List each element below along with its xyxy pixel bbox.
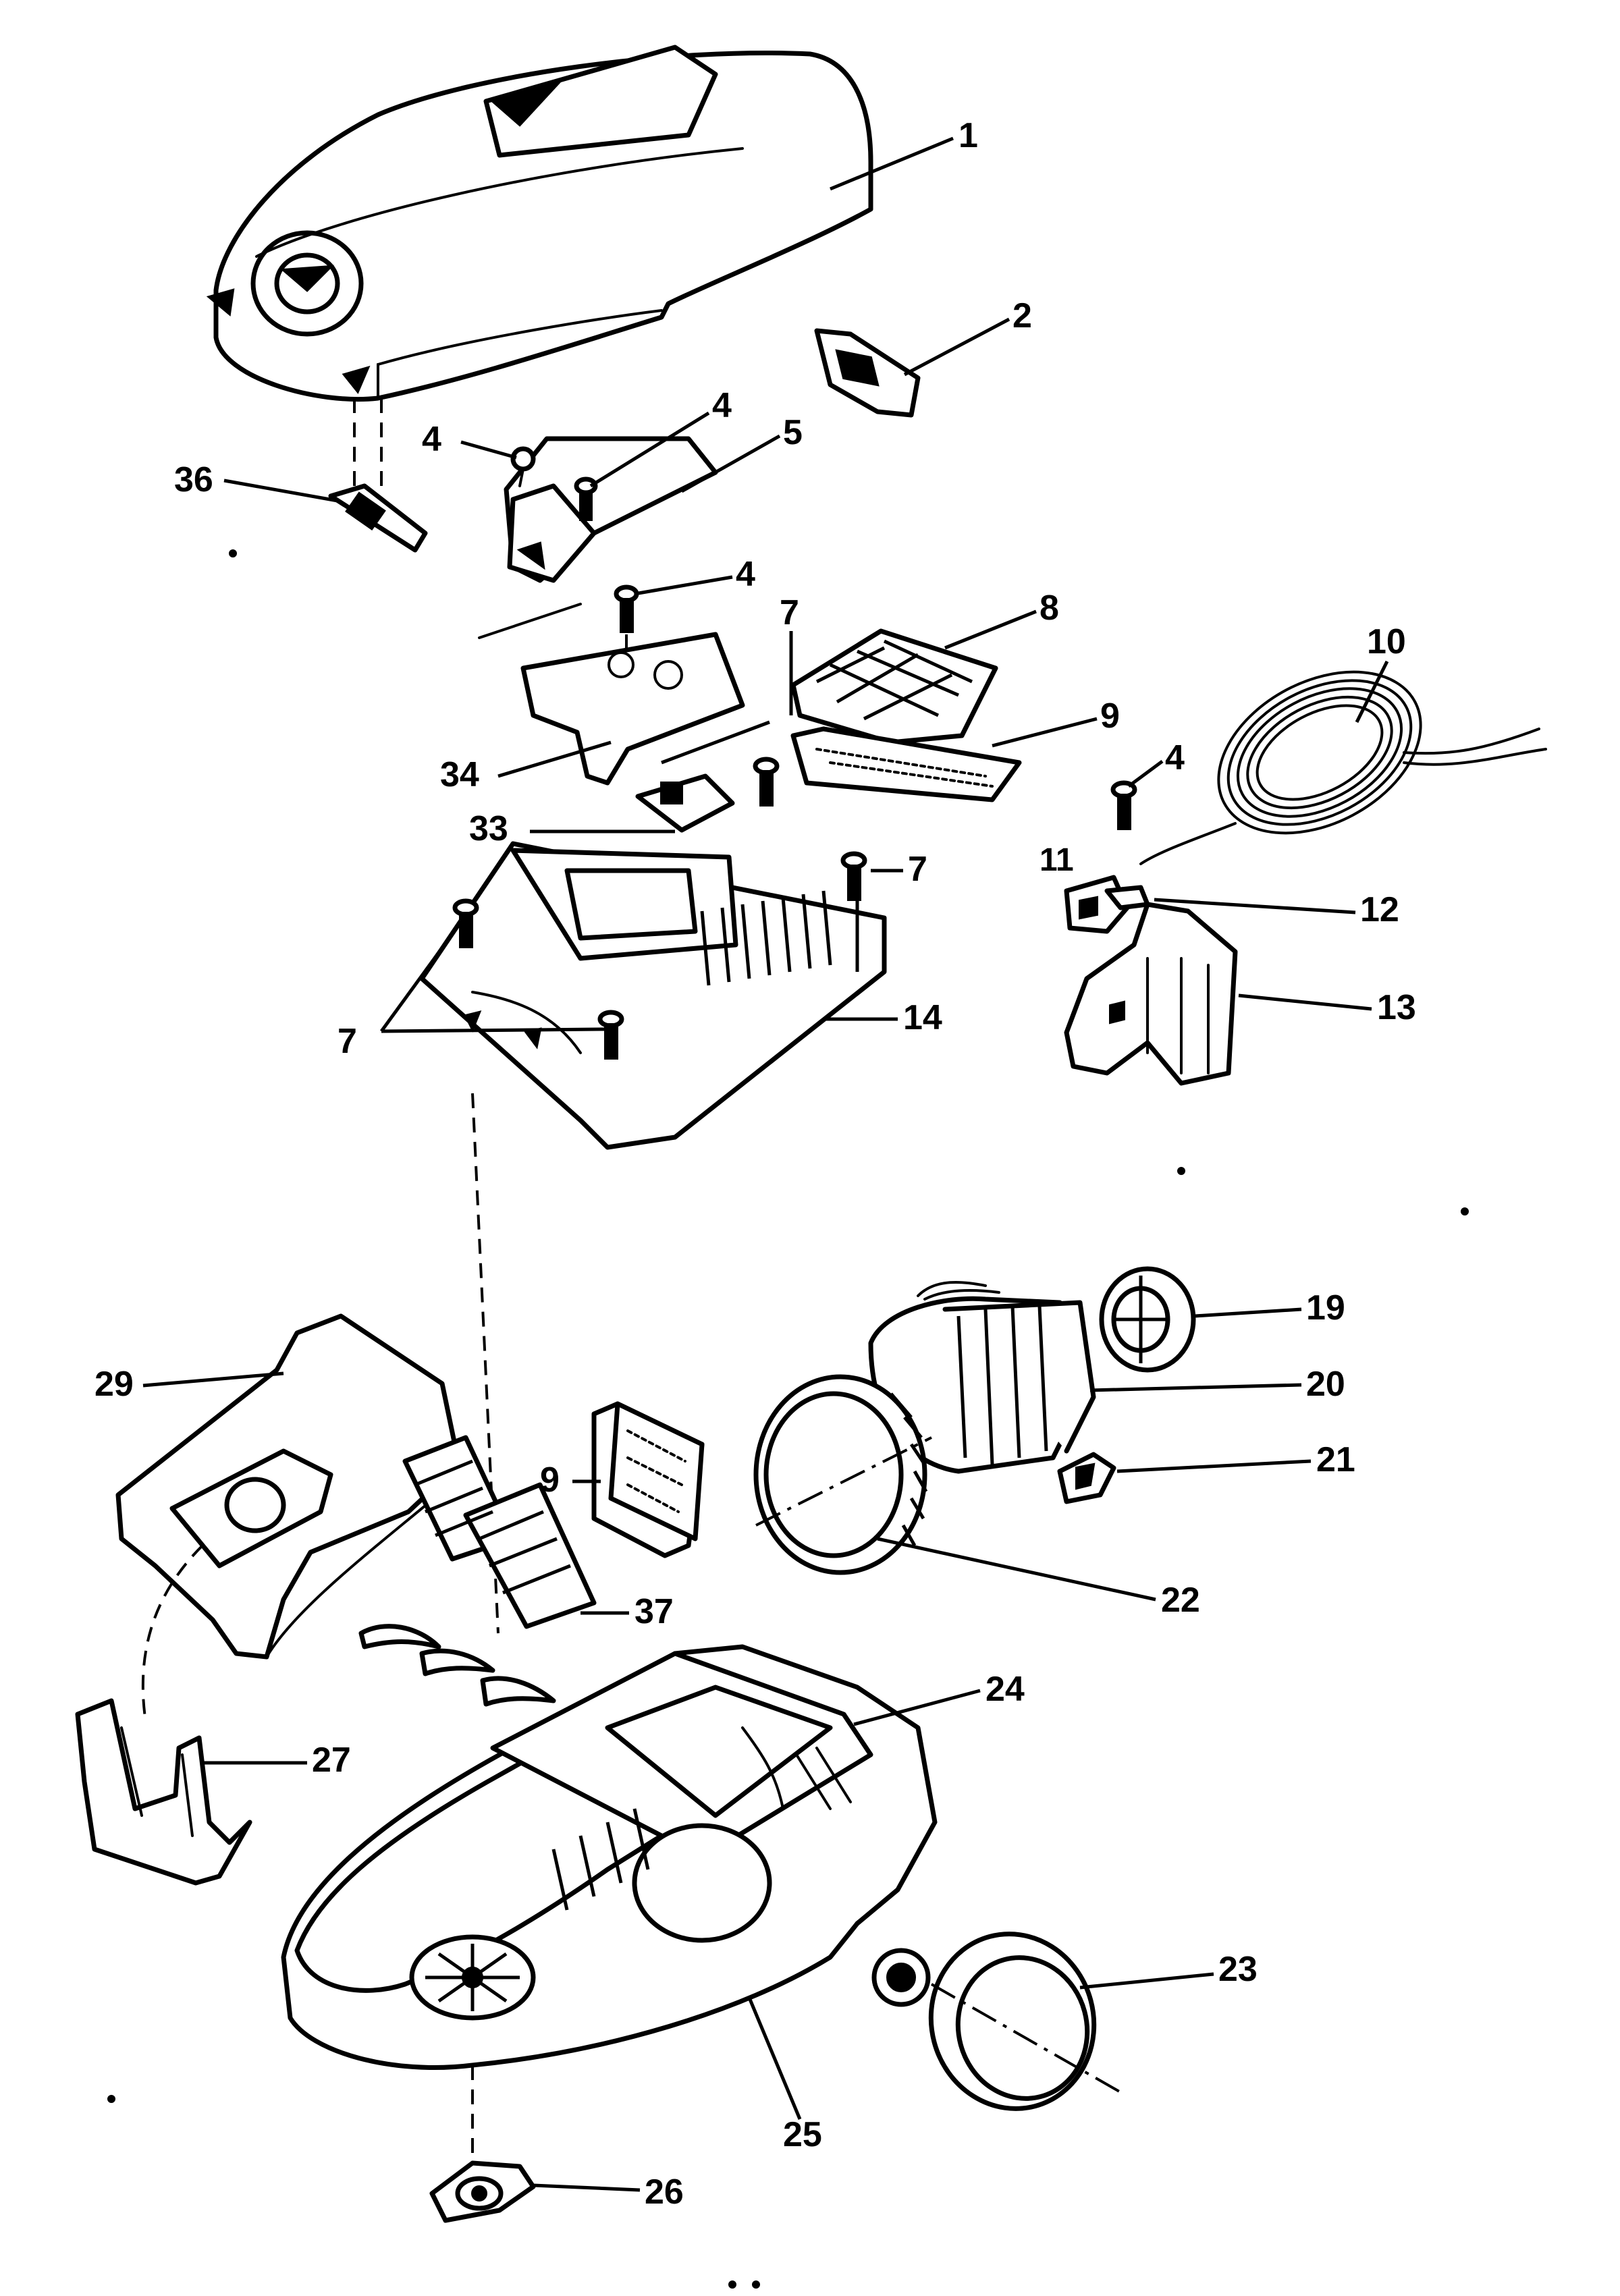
part-label-1: 1 [959,116,978,155]
part-label-7-a: 7 [780,593,799,632]
part-label-14: 14 [903,998,942,1037]
screw [1110,780,1137,830]
leader-line-19 [1194,1307,1302,1318]
print-speck [1461,1207,1469,1215]
motor-fan [1099,1266,1196,1373]
leader-line-13 [1238,993,1372,1011]
part-label-4-c: 4 [736,555,755,594]
print-speck [752,2280,760,2289]
part-label-13: 13 [1377,988,1416,1027]
leader-line-8 [944,609,1037,650]
leader-line-29 [142,1371,284,1388]
leader-line-2 [903,317,1010,377]
part-label-7-b: 7 [908,850,927,889]
motor-connector [1057,1452,1116,1504]
dust-bag [115,1313,462,1660]
part-label-21: 21 [1316,1440,1355,1479]
part-label-29: 29 [94,1365,134,1404]
part-label-22: 22 [1161,1581,1200,1620]
leader-line-5 [680,434,781,493]
part-label-5: 5 [783,413,803,452]
filter-pad [591,1401,705,1558]
part-label-4-a: 4 [422,420,441,459]
part-label-11: 11 [1040,842,1074,878]
print-speck [107,2095,115,2103]
cord-bracket [1064,902,1238,1086]
hinge-pin [328,483,428,553]
motor [868,1281,1096,1474]
screw [840,851,867,901]
leader-line-7-c-a [379,923,461,1033]
top-cover [206,45,873,402]
leader-line-22 [877,1537,1156,1602]
part-label-36: 36 [174,460,213,499]
leader-line-24 [853,1689,981,1726]
part-label-23: 23 [1218,1950,1258,1989]
part-label-37: 37 [634,1592,674,1631]
wheel-axis-line [931,1983,1121,2094]
leader-line-10 [1355,660,1389,723]
leader-line-21 [1116,1459,1312,1473]
leader-line-4-b [589,411,710,488]
part-label-4-b: 4 [712,386,732,425]
latch [814,328,921,418]
indicator-line [478,603,582,639]
leader-line-34 [497,740,612,778]
part-label-20: 20 [1306,1365,1345,1404]
base-body [281,1644,938,2070]
part-label-7-c: 7 [338,1022,357,1061]
leader-line-1 [830,136,954,191]
part-label-19: 19 [1306,1288,1345,1328]
part-label-25: 25 [783,2115,822,2154]
filter-pad [790,726,1022,802]
bag-clip [75,1698,252,1886]
part-label-8: 8 [1040,589,1059,628]
wheel [928,1932,1097,2111]
part-label-24: 24 [986,1670,1025,1709]
screw [574,476,598,521]
leader-line-25 [747,1997,802,2120]
part-label-4-d: 4 [1165,738,1185,777]
plate [520,632,745,786]
part-label-12: 12 [1360,890,1399,929]
filter-grille [790,628,998,745]
switch-assembly [635,773,735,833]
leader-line-4-a [460,440,517,460]
leader-line-36 [223,479,338,503]
bag-guide-curve [141,1544,204,1718]
part-label-27: 27 [312,1741,351,1780]
leader-line-26 [533,2183,641,2192]
print-speck [229,549,237,557]
print-speck [1177,1167,1185,1175]
leader-line-12 [1154,898,1356,914]
part-label-10: 10 [1367,622,1406,661]
leader-line-9-a [992,717,1098,748]
part-label-33: 33 [469,809,508,848]
part-label-26: 26 [645,2172,684,2212]
leader-line-7-c-b [381,1027,605,1033]
screw [753,757,780,807]
leader-line-20 [1089,1383,1302,1392]
part-label-2: 2 [1013,296,1032,335]
button-plate [504,436,718,583]
inner-housing [419,841,887,1150]
castor [429,2160,536,2223]
part-label-34: 34 [440,755,479,794]
screw [597,1010,624,1060]
screw [614,584,639,633]
leader-line-4-c [634,575,733,596]
power-cord [1139,670,1547,865]
part-label-9-a: 9 [1100,696,1120,736]
motor-mount-ring [753,1374,928,1575]
leader-line-4-d [1127,759,1164,788]
leader-line-7-a-2 [661,720,770,765]
screw [510,446,536,487]
screw [452,898,479,948]
motor-axis-line [755,1436,932,1527]
leader-line-23 [1079,1972,1214,1990]
print-speck [728,2280,736,2289]
bag-holder-frame [358,1435,597,1707]
